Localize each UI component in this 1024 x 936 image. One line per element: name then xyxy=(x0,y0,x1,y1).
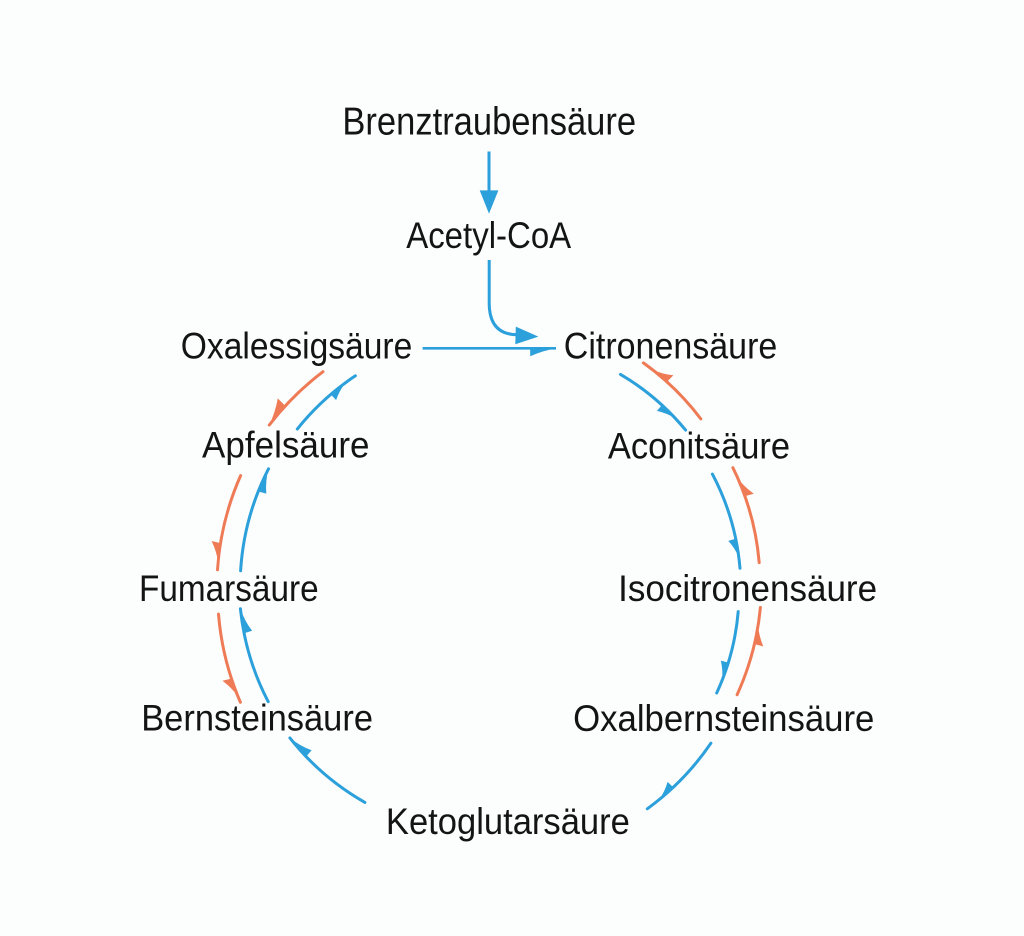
svg-text:Acetyl-CoA: Acetyl-CoA xyxy=(406,214,571,256)
svg-text:Isocitronensäure: Isocitronensäure xyxy=(618,567,877,609)
svg-text:Citronensäure: Citronensäure xyxy=(564,325,778,367)
svg-text:Bernsteinsäure: Bernsteinsäure xyxy=(141,697,373,739)
svg-text:Aconitsäure: Aconitsäure xyxy=(608,424,790,466)
svg-text:Brenztraubensäure: Brenztraubensäure xyxy=(342,101,636,144)
svg-text:Fumarsäure: Fumarsäure xyxy=(139,567,319,609)
svg-text:Oxalessigsäure: Oxalessigsäure xyxy=(181,325,412,367)
svg-text:Ketoglutarsäure: Ketoglutarsäure xyxy=(386,800,630,842)
svg-text:Apfelsäure: Apfelsäure xyxy=(202,423,370,465)
svg-text:Oxalbernsteinsäure: Oxalbernsteinsäure xyxy=(573,697,874,739)
